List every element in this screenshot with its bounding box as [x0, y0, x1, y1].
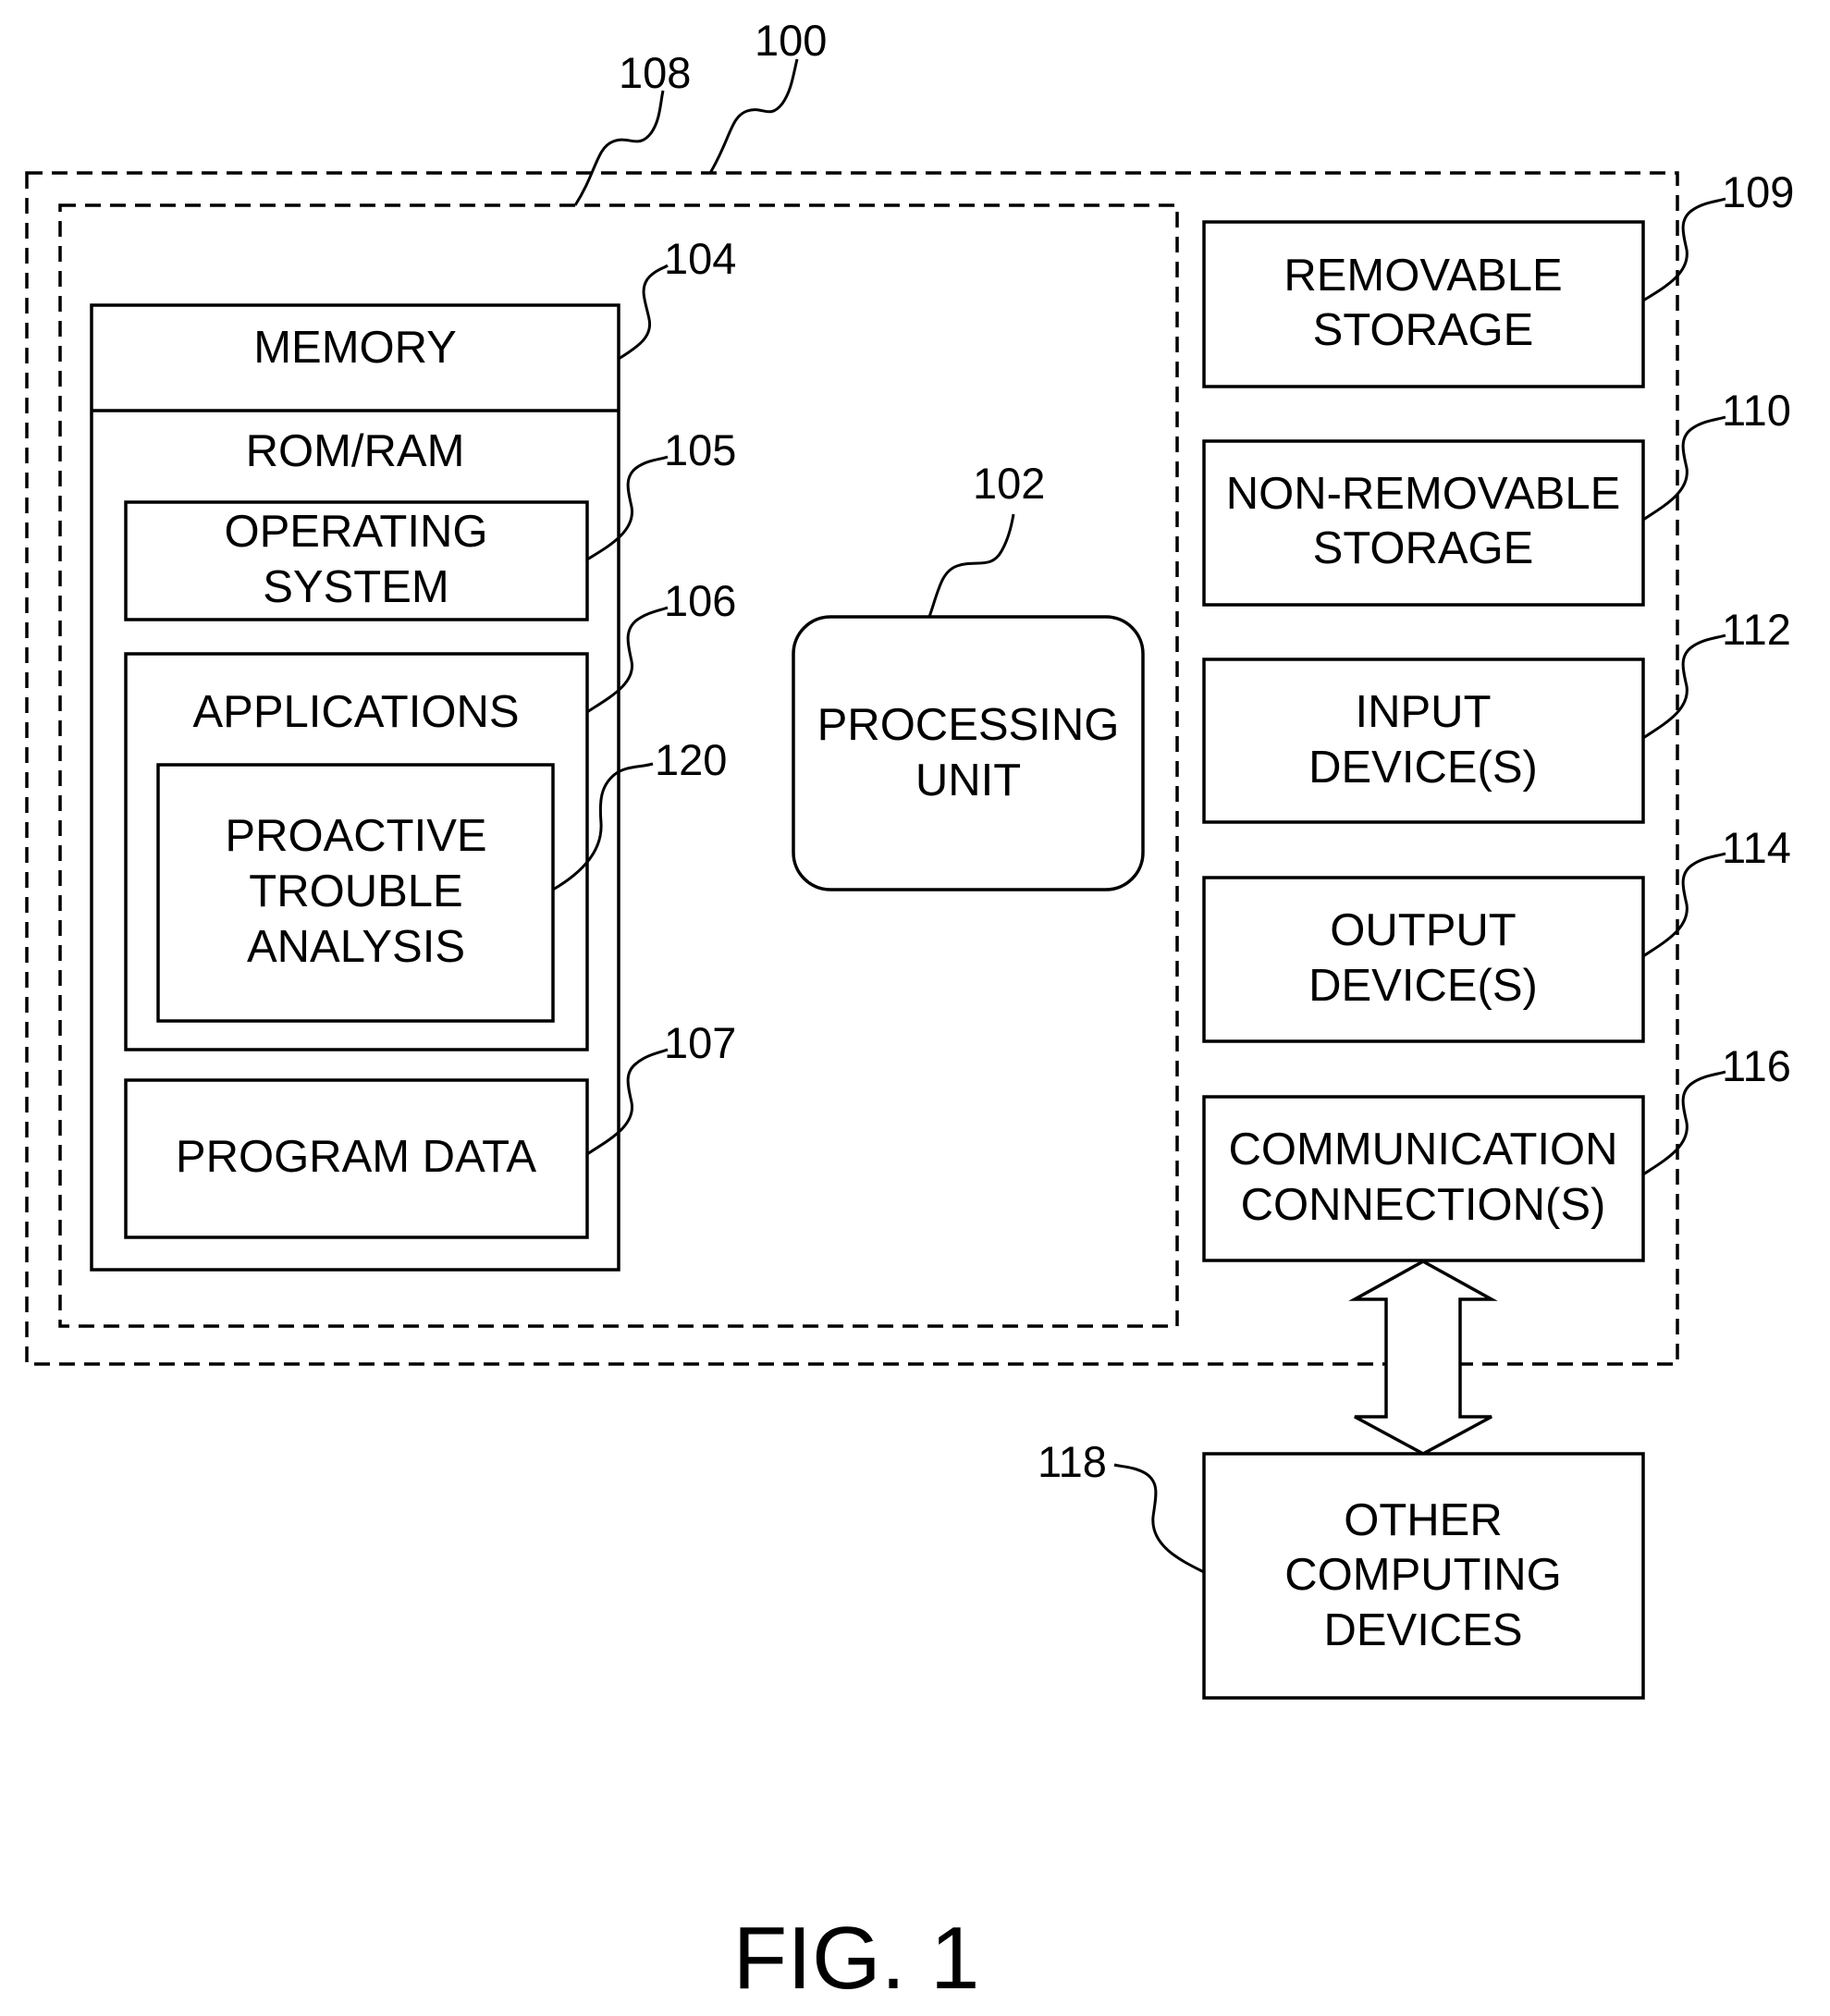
operating-system-label-1: OPERATING: [225, 507, 488, 557]
other-computing-devices-block: OTHER COMPUTING DEVICES: [1204, 1454, 1643, 1698]
ref-100: 100: [755, 16, 827, 65]
proactive-trouble-analysis-block: PROACTIVE TROUBLE ANALYSIS: [158, 765, 553, 1021]
output-devices-label-2: DEVICE(S): [1308, 961, 1538, 1011]
input-devices-block: INPUT DEVICE(S): [1204, 659, 1643, 822]
ref-107: 107: [664, 1018, 736, 1067]
processing-unit-label-2: UNIT: [915, 756, 1021, 805]
other-computing-devices-label-1: OTHER: [1344, 1495, 1503, 1545]
non-removable-storage-block: NON-REMOVABLE STORAGE: [1204, 441, 1643, 605]
output-devices-block: OUTPUT DEVICE(S): [1204, 878, 1643, 1041]
ref-102: 102: [973, 459, 1045, 508]
program-data-block: PROGRAM DATA: [126, 1080, 587, 1237]
ref-104: 104: [664, 234, 736, 283]
ref-109: 109: [1722, 167, 1794, 216]
processing-unit-label-1: PROCESSING: [817, 700, 1120, 750]
ref-116: 116: [1722, 1041, 1791, 1090]
figure-caption: FIG. 1: [733, 1909, 980, 2008]
leader-line-118: [1114, 1465, 1204, 1572]
leader-line-112: [1643, 635, 1726, 738]
ref-114: 114: [1722, 823, 1791, 872]
memory-title: MEMORY: [253, 323, 457, 373]
ref-105: 105: [664, 425, 736, 474]
leader-line-100: [710, 59, 797, 173]
leader-line-110: [1643, 417, 1726, 520]
leader-line-116: [1643, 1072, 1726, 1174]
ref-108: 108: [619, 48, 691, 97]
input-devices-label-2: DEVICE(S): [1308, 743, 1538, 793]
leader-line-109: [1643, 199, 1726, 301]
proactive-trouble-analysis-label-3: ANALYSIS: [247, 922, 465, 972]
program-data-label: PROGRAM DATA: [176, 1132, 537, 1182]
other-computing-devices-label-2: COMPUTING: [1284, 1550, 1561, 1600]
other-computing-devices-label-3: DEVICES: [1323, 1605, 1522, 1655]
input-devices-label-1: INPUT: [1356, 687, 1492, 737]
removable-storage-block: REMOVABLE STORAGE: [1204, 222, 1643, 387]
removable-storage-label-1: REMOVABLE: [1283, 251, 1562, 301]
communication-connections-label-2: CONNECTION(S): [1241, 1180, 1606, 1230]
operating-system-label-2: SYSTEM: [263, 562, 448, 612]
proactive-trouble-analysis-label-2: TROUBLE: [249, 867, 462, 916]
ref-120: 120: [655, 735, 727, 784]
communication-connections-block: COMMUNICATION CONNECTION(S): [1204, 1097, 1643, 1260]
leader-line-108: [575, 91, 663, 205]
communication-connections-label-1: COMMUNICATION: [1229, 1125, 1618, 1174]
ref-106: 106: [664, 576, 736, 625]
ref-110: 110: [1722, 386, 1791, 435]
removable-storage-label-2: STORAGE: [1313, 305, 1534, 355]
non-removable-storage-label-1: NON-REMOVABLE: [1226, 469, 1621, 519]
non-removable-storage-label-2: STORAGE: [1313, 523, 1534, 573]
operating-system-block: OPERATING SYSTEM: [126, 502, 587, 620]
processing-unit-block: PROCESSING UNIT: [793, 617, 1143, 890]
memory-subtitle: ROM/RAM: [246, 426, 465, 476]
leader-line-102: [929, 514, 1013, 617]
output-devices-label-1: OUTPUT: [1330, 905, 1516, 955]
applications-title: APPLICATIONS: [192, 687, 519, 737]
ref-112: 112: [1722, 605, 1791, 654]
leader-line-114: [1643, 854, 1726, 956]
ref-118: 118: [1038, 1437, 1107, 1486]
leader-line-104: [619, 265, 668, 359]
proactive-trouble-analysis-label-1: PROACTIVE: [225, 811, 486, 861]
bidirectional-arrow: [1355, 1261, 1492, 1454]
